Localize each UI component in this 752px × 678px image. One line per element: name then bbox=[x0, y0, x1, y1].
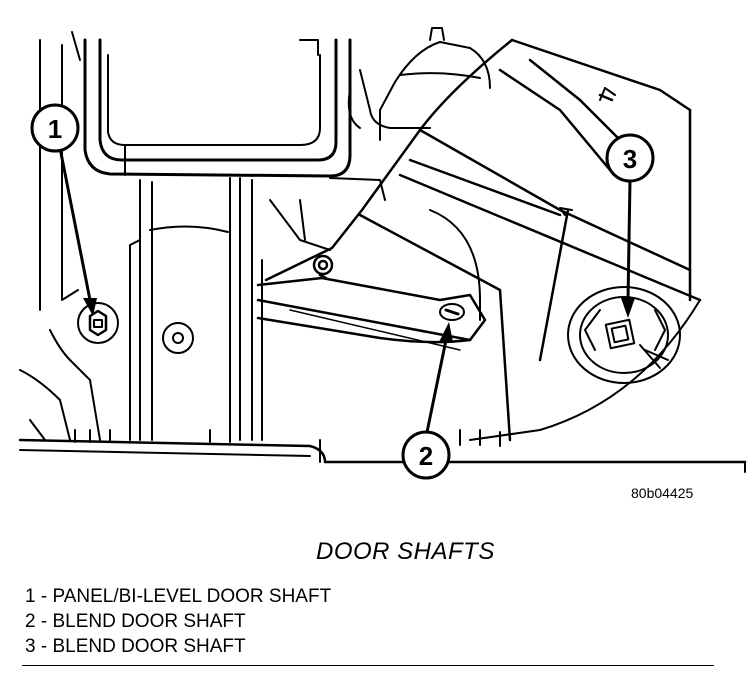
figure-id: 80b04425 bbox=[631, 485, 694, 501]
left-housing bbox=[19, 31, 101, 441]
legend-item-2: 2 - BLEND DOOR SHAFT bbox=[25, 611, 246, 632]
blower-motor bbox=[347, 27, 491, 141]
callout-1-number: 1 bbox=[48, 114, 62, 144]
callout-2: 2 bbox=[401, 430, 451, 480]
bottom-rule bbox=[22, 665, 714, 666]
figure-caption: DOOR SHAFTS bbox=[316, 538, 495, 565]
upper-duct-frame bbox=[83, 38, 352, 178]
base-strip bbox=[18, 429, 747, 473]
legend-item-1: 1 - PANEL/BI-LEVEL DOOR SHAFT bbox=[25, 586, 332, 607]
diagonal-duct bbox=[264, 38, 702, 442]
shaft-1-hex bbox=[77, 302, 119, 344]
legend: 1 - PANEL/BI-LEVEL DOOR SHAFT 2 - BLEND … bbox=[25, 584, 331, 659]
shaft-2 bbox=[439, 303, 465, 321]
callout-arrows bbox=[58, 146, 635, 439]
callout-3: 3 bbox=[605, 133, 655, 183]
right-bulkhead bbox=[269, 177, 701, 441]
center-pillar bbox=[129, 177, 263, 441]
callout-3-number: 3 bbox=[623, 144, 637, 174]
legend-item-3: 3 - BLEND DOOR SHAFT bbox=[25, 636, 246, 657]
callout-2-number: 2 bbox=[419, 441, 433, 471]
callout-1: 1 bbox=[30, 103, 80, 153]
hvac-housing-illustration: 1 2 3 bbox=[18, 27, 747, 480]
shaft-3-collar bbox=[567, 286, 681, 384]
